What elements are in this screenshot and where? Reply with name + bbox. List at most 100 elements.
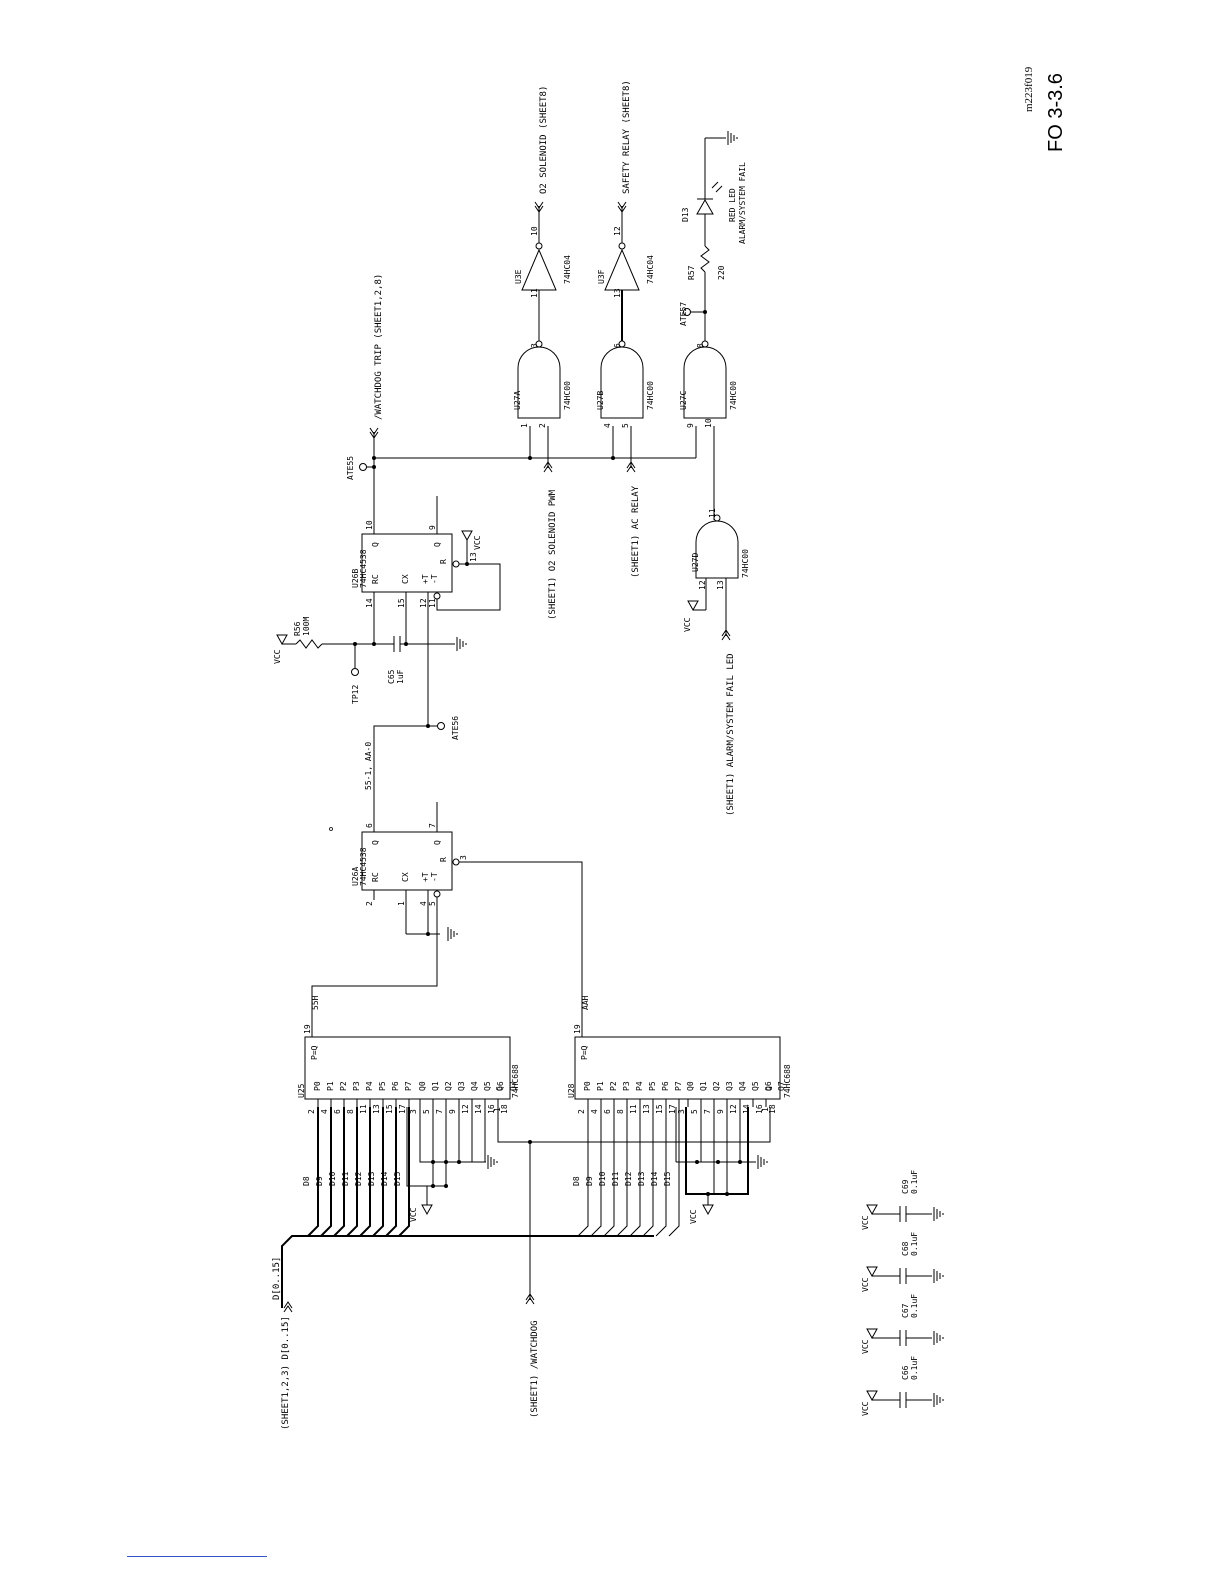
net-aah: AAH xyxy=(459,861,590,1037)
u25-comparator: U25 74HC688 P=Q 19 P0 P1 P2 P3 P4 P5 P6 … xyxy=(297,1024,520,1114)
figure-ref: m223f019 xyxy=(1023,66,1035,112)
u28-p5: P5 xyxy=(648,1081,657,1091)
u25-pin-2: 2 xyxy=(307,1109,316,1114)
u27d-pin-11: 11 xyxy=(708,508,717,518)
u25-out-pin: 19 xyxy=(303,1024,312,1034)
u25-p5: P5 xyxy=(378,1081,387,1091)
r56-name: R56 xyxy=(293,621,302,636)
u26b-part: 74HC4538 xyxy=(359,549,368,588)
u28-pin-17: 17 xyxy=(668,1104,677,1114)
u28-p7: P7 xyxy=(674,1081,683,1091)
u26a-pin-r: 3 xyxy=(459,855,468,860)
u25-pin-11: 11 xyxy=(359,1104,368,1114)
u28-p0: P0 xyxy=(583,1081,592,1091)
u25-pin-3: 3 xyxy=(409,1109,418,1114)
u28-data-lines xyxy=(577,1107,680,1237)
u3f-inverter: U3F 74HC04 13 12 SAFETY RELAY (SHEET8) xyxy=(597,80,655,298)
gate-inputs: (SHEET1) O2 SOLENOID PWM (SHEET1) AC REL… xyxy=(529,426,715,620)
c69-vcc: VCC xyxy=(861,1215,870,1230)
u27c-name: U27C xyxy=(679,391,688,410)
u26b-q: Q xyxy=(371,542,380,547)
u25-d11: D11 xyxy=(341,1171,350,1186)
u25-pin-15: 15 xyxy=(385,1104,394,1114)
u28-pin-2: 2 xyxy=(577,1109,586,1114)
u28-q-ties: VCC xyxy=(675,1107,768,1224)
u28-q7: Q7 xyxy=(777,1081,786,1091)
c67-value: 0.1uF xyxy=(910,1294,919,1318)
u25-q1: Q1 xyxy=(431,1081,440,1091)
u26b-pin-tn: 11 xyxy=(428,598,437,608)
u27d-vcc: VCC xyxy=(683,617,692,632)
u26b-tn: -T xyxy=(430,574,439,584)
watchdog-offpage: (SHEET1) /WATCHDOG xyxy=(530,1320,540,1418)
u26b-r: R xyxy=(439,559,448,564)
d13-name: D13 xyxy=(681,207,690,222)
u28-out-pin: 19 xyxy=(573,1024,582,1034)
u26a-qb: Q xyxy=(433,840,442,845)
u3e-inverter: U3E 74HC04 11 10 O2 SOLENOID (SHEET8) xyxy=(514,86,572,298)
footer-link-line[interactable] xyxy=(127,1556,267,1557)
u27c-pin-8: 8 xyxy=(696,343,705,348)
net-55h-label: 55H xyxy=(311,995,320,1010)
u26b-pin-qb: 9 xyxy=(428,525,437,530)
u26a-rc: RC xyxy=(371,872,380,882)
u27c-pin-10: 10 xyxy=(704,418,713,428)
u25-q6: Q6 xyxy=(496,1081,505,1091)
c67-vcc: VCC xyxy=(861,1339,870,1354)
u28-pin-6: 6 xyxy=(603,1109,612,1114)
u26b-pin-r: 13 xyxy=(469,552,478,562)
u28-pin-14: 14 xyxy=(742,1104,751,1114)
ate55-label: ATE55 xyxy=(346,456,355,480)
u26a-r: R xyxy=(439,857,448,862)
u25-p0: P0 xyxy=(313,1081,322,1091)
u3e-pin-10: 10 xyxy=(530,226,539,236)
u3e-part: 74HC04 xyxy=(563,255,572,284)
u26a-pin-tp: 4 xyxy=(419,901,428,906)
u27b-pin-5: 5 xyxy=(621,423,630,428)
u25-pin-17: 17 xyxy=(398,1104,407,1114)
u25-d8: D8 xyxy=(302,1176,311,1186)
u28-p6: P6 xyxy=(661,1081,670,1091)
u27a-part: 74HC00 xyxy=(563,381,572,410)
r57-name: R57 xyxy=(687,265,696,280)
u28-q2: Q2 xyxy=(712,1081,721,1091)
u25-pin-16: 16 xyxy=(487,1104,496,1114)
u26a-pin-tn: 5 xyxy=(428,901,437,906)
c66-value: 0.1uF xyxy=(910,1356,919,1380)
u28-d14: D14 xyxy=(650,1171,659,1186)
c66-vcc: VCC xyxy=(861,1401,870,1416)
u25-p4: P4 xyxy=(365,1081,374,1091)
u25-data-lines xyxy=(307,1107,410,1237)
u25-q2: Q2 xyxy=(444,1081,453,1091)
u28-pin-5: 5 xyxy=(690,1109,699,1114)
u25-pin-12: 12 xyxy=(461,1104,470,1114)
u26b-tp: +T xyxy=(421,574,430,584)
u27b-name: U27B xyxy=(596,391,605,410)
u26b-pin-tp: 12 xyxy=(419,598,428,608)
u28-g-pin: 1 xyxy=(761,1107,770,1112)
u28-p2: P2 xyxy=(609,1081,618,1091)
figure-label: FO 3-3.6 xyxy=(1045,73,1067,152)
u25-pin-18: 18 xyxy=(500,1104,509,1114)
u28-q0: Q0 xyxy=(686,1081,695,1091)
u27d-pin-13: 13 xyxy=(716,580,725,590)
c69-name: C69 xyxy=(901,1179,910,1194)
u25-pin-6: 6 xyxy=(333,1109,342,1114)
u26b-pin-cx: 15 xyxy=(397,598,406,608)
u25-name: U25 xyxy=(297,1083,306,1098)
net-55aa: 55-1, AA-0 ATE56 xyxy=(364,610,460,822)
u26b-rc: RC xyxy=(371,574,380,584)
u27a-nand: U27A 74HC00 1 2 3 xyxy=(513,290,572,428)
u25-d12: D12 xyxy=(354,1171,363,1186)
watchdog-trip-offpage: /WATCHDOG TRIP (SHEET1,2,8) xyxy=(374,274,384,420)
u28-pin-9: 9 xyxy=(716,1109,725,1114)
bus-net-label: D[0..15] xyxy=(272,1257,282,1300)
u26a-pin-cx: 1 xyxy=(397,901,406,906)
u28-q1: Q1 xyxy=(699,1081,708,1091)
u26a-name: U26A xyxy=(351,867,360,886)
u28-q5: Q5 xyxy=(751,1081,760,1091)
u3f-pin-12: 12 xyxy=(613,226,622,236)
u27a-pin-3: 3 xyxy=(530,343,539,348)
u28-q3: Q3 xyxy=(725,1081,734,1091)
